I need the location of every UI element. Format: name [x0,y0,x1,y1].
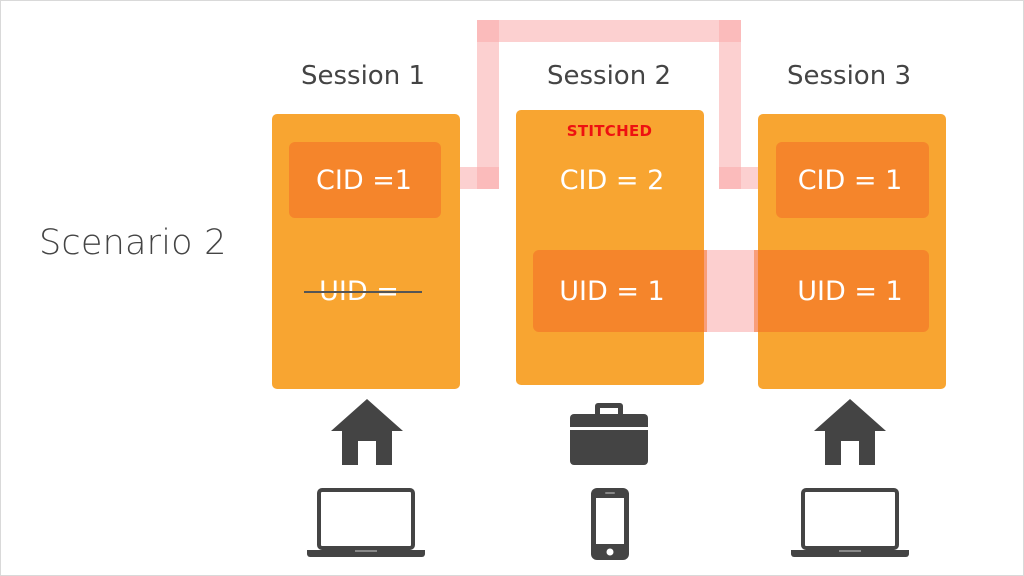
session-2-cid: CID = 2 [559,165,665,196]
session-3-uid-cell [754,250,929,332]
uid-link-band [704,250,758,332]
session-2-uid: UID = 1 [559,276,665,307]
laptop-icon [791,488,909,557]
stitched-label: STITCHED [566,122,653,140]
uid-strikethrough-line [304,291,422,293]
session-3-cid: CID = 1 [797,165,903,196]
laptop-icon [307,488,425,557]
session-3-title: Session 3 [786,61,911,91]
session-1-cid-cell [289,142,441,218]
cid-link-band-down-right [719,20,741,189]
session-1-title: Session 1 [300,61,425,91]
scenario-label: Scenario 2 [39,223,227,263]
cid-link-band-top [477,20,741,42]
session-3-uid: UID = 1 [797,276,903,307]
session-1-cid: CID =1 [316,165,412,196]
home-icon [331,399,403,465]
mobile-phone-icon [591,488,629,560]
session-2-card [516,110,704,385]
briefcase-icon [570,403,648,465]
home-icon [814,399,886,465]
session-3-cid-cell [776,142,929,218]
session-2-uid-cell [533,250,707,332]
cid-link-band-up-left [477,20,499,189]
session-2-title: Session 2 [546,61,671,91]
